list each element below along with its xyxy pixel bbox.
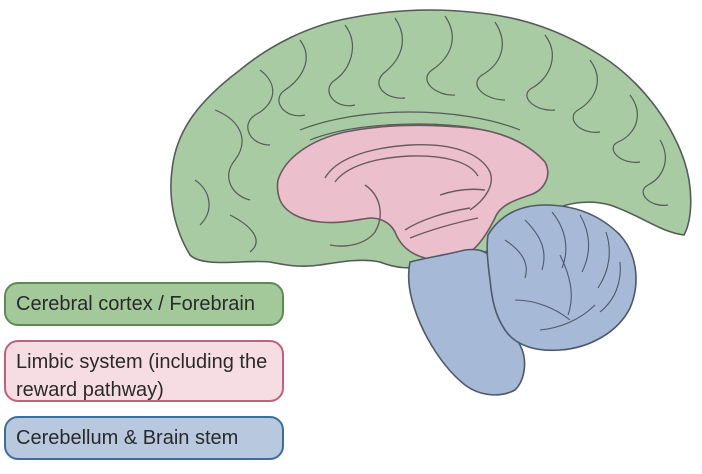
legend-cerebral-cortex: Cerebral cortex / Forebrain bbox=[4, 282, 284, 326]
legend-limbic-system-label: Limbic system (including the reward path… bbox=[16, 351, 268, 401]
cerebellum-region bbox=[486, 204, 637, 352]
limbic-system-region bbox=[276, 124, 549, 261]
legend-limbic-system: Limbic system (including the reward path… bbox=[4, 340, 284, 402]
legend-cerebellum-brain-stem: Cerebellum & Brain stem bbox=[4, 416, 284, 460]
legend-cerebellum-brain-stem-label: Cerebellum & Brain stem bbox=[16, 427, 239, 449]
legend-cerebral-cortex-label: Cerebral cortex / Forebrain bbox=[16, 293, 255, 315]
limbic-structure-lines bbox=[324, 144, 492, 247]
cerebellum-folia-lines bbox=[504, 211, 621, 331]
